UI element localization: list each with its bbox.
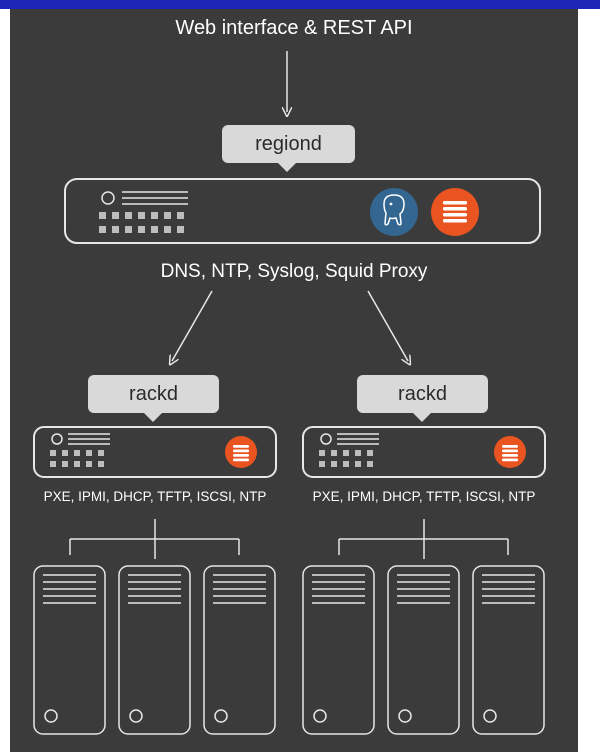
regiond-label-box bbox=[222, 125, 355, 172]
rackd-right-label-box bbox=[357, 375, 488, 422]
machine-left-1 bbox=[33, 565, 106, 735]
diagram-graphics bbox=[33, 51, 546, 735]
postgresql-elephant-icon bbox=[370, 188, 418, 236]
region-to-rack-right-arrow bbox=[367, 290, 408, 361]
rack-right-services-text: PXE, IPMI, DHCP, TFTP, ISCSI, NTP bbox=[312, 489, 536, 504]
rack-left-services-text: PXE, IPMI, DHCP, TFTP, ISCSI, NTP bbox=[43, 489, 267, 504]
orange-stack-icon bbox=[494, 436, 526, 468]
machine-right-2 bbox=[387, 565, 460, 735]
machine-right-3 bbox=[472, 565, 545, 735]
orange-stack-icon bbox=[225, 436, 257, 468]
machine-left-3 bbox=[203, 565, 276, 735]
regiond-label: regiond bbox=[255, 133, 322, 155]
machine-left-2 bbox=[118, 565, 191, 735]
region-server bbox=[64, 178, 541, 244]
region-services-text: DNS, NTP, Syslog, Squid Proxy bbox=[160, 261, 428, 282]
maas-architecture-diagram: Web interface & REST API regiond DNS, NT… bbox=[10, 9, 578, 752]
rack-right-connectors bbox=[338, 519, 509, 559]
rackd-left-label-box bbox=[88, 375, 219, 422]
rackd-right-label: rackd bbox=[398, 383, 447, 405]
rack-left-connectors bbox=[69, 519, 240, 559]
machine-right-1 bbox=[302, 565, 375, 735]
region-to-rack-left-arrow bbox=[172, 290, 213, 361]
rackd-left-label: rackd bbox=[129, 383, 178, 405]
orange-stack-icon bbox=[431, 188, 479, 236]
top-accent-bar bbox=[0, 0, 600, 9]
diagram-title: Web interface & REST API bbox=[175, 17, 413, 39]
rack-server-left bbox=[33, 426, 277, 478]
rack-server-right bbox=[302, 426, 546, 478]
